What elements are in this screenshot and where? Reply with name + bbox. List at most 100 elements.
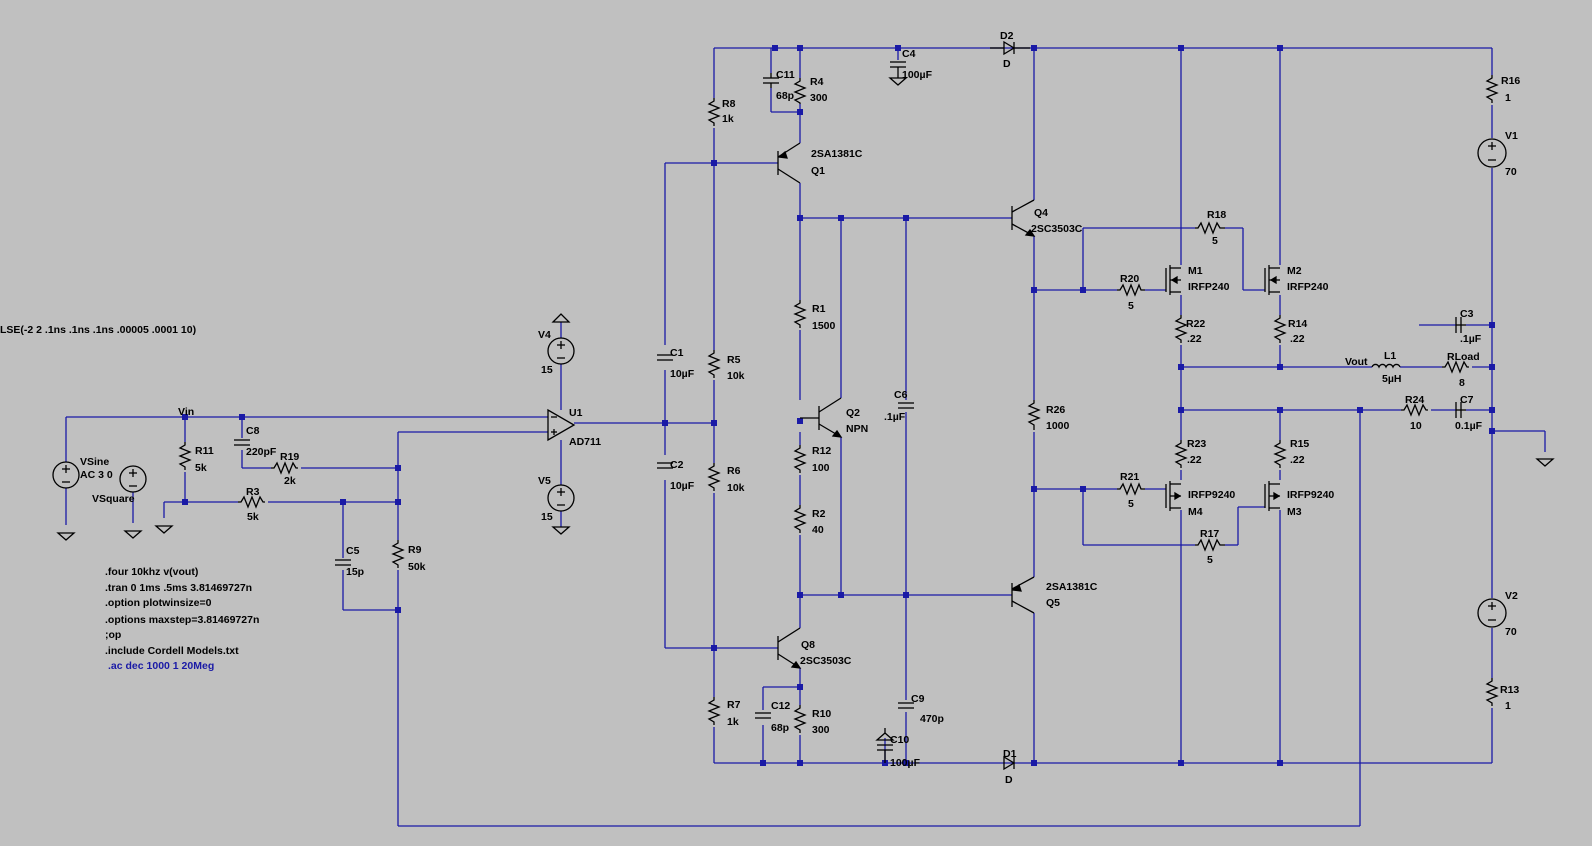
label-r19: R19 (280, 451, 299, 463)
resistor-r11 (178, 442, 192, 470)
value-l1: 5µH (1382, 373, 1401, 385)
label-r26: R26 (1046, 404, 1065, 416)
label-q8: Q8 (801, 639, 815, 651)
label-v2: V2 (1505, 590, 1518, 602)
value-c9: 470p (920, 713, 944, 725)
value-r2: 40 (812, 524, 824, 536)
label-q2: Q2 (846, 407, 860, 419)
capacitor-c10 (875, 728, 895, 763)
opamp-u1 (547, 408, 576, 442)
label-m3: M3 (1287, 506, 1302, 518)
value-r12: 100 (812, 462, 830, 474)
label-r8: R8 (722, 98, 736, 110)
mosfet-m1 (1165, 265, 1181, 295)
label-r6: R6 (727, 465, 741, 477)
capacitor-c5 (335, 559, 351, 566)
resistor-r14 (1273, 315, 1287, 343)
value-r23: .22 (1187, 454, 1202, 466)
value-r16: 1 (1505, 92, 1511, 104)
value-r8: 1k (722, 113, 734, 125)
label-c7: C7 (1460, 394, 1474, 406)
junctions (182, 45, 1495, 766)
value-r21: 5 (1128, 498, 1134, 510)
value-v2: 70 (1505, 626, 1517, 638)
capacitor-c1 (657, 354, 673, 361)
label-r21: R21 (1120, 471, 1139, 483)
value-r24: 10 (1410, 420, 1422, 432)
ground-icon (56, 532, 76, 541)
label-m1: M1 (1188, 265, 1203, 277)
diode-d1 (1003, 755, 1016, 771)
value-r1: 1500 (812, 320, 836, 332)
resistor-r24 (1401, 403, 1428, 417)
value-r10: 300 (812, 724, 830, 736)
transistor-q8 (777, 627, 802, 669)
label-c1: C1 (670, 347, 684, 359)
label-r9: R9 (408, 544, 422, 556)
resistor-r12 (793, 445, 807, 473)
label-vsine: VSine (80, 456, 109, 468)
label-c12: C12 (771, 700, 790, 712)
label-c3: C3 (1460, 308, 1474, 320)
value-r11: 5k (195, 462, 207, 474)
resistor-r10 (793, 705, 807, 733)
label-c10: C10 (890, 734, 909, 746)
transistor-q2 (800, 397, 843, 438)
value-rload: 8 (1459, 377, 1465, 389)
label-c4: C4 (902, 48, 916, 60)
directive-four: .four 10khz v(vout) (105, 566, 198, 578)
resistor-r6 (707, 463, 721, 491)
value-m2: IRFP240 (1287, 281, 1329, 293)
value-c11: 68p (776, 90, 794, 102)
mosfet-m2 (1264, 265, 1280, 295)
label-r3: R3 (246, 486, 260, 498)
inductor-l1 (1371, 363, 1401, 369)
label-d2: D2 (1000, 30, 1014, 42)
value-r20: 5 (1128, 300, 1134, 312)
value-m3: IRFP9240 (1287, 489, 1334, 501)
label-m2: M2 (1287, 265, 1302, 277)
value-v5: 15 (541, 511, 553, 523)
value-c7: 0.1µF (1455, 420, 1483, 432)
label-c9: C9 (911, 693, 925, 705)
source-v1 (1477, 138, 1507, 168)
label-r7: R7 (727, 699, 741, 711)
resistor-r22 (1174, 315, 1188, 343)
label-r16: R16 (1501, 75, 1520, 87)
source-v2 (1477, 598, 1507, 628)
value-q5: 2SA1381C (1046, 581, 1098, 593)
label-q5: Q5 (1046, 597, 1060, 609)
value-c6: .1µF (884, 411, 906, 423)
value-r19: 2k (284, 475, 296, 487)
label-r12: R12 (812, 445, 831, 457)
labels: R8 1k C11 68p R4 300 C4 100µF D2 D 2SA13… (0, 30, 1520, 786)
value-r7: 1k (727, 716, 739, 728)
value-r17: 5 (1207, 554, 1213, 566)
label-l1: L1 (1384, 350, 1396, 362)
value-r15: .22 (1290, 454, 1305, 466)
value-q2: NPN (846, 423, 868, 435)
value-m1: IRFP240 (1188, 281, 1230, 293)
label-r20: R20 (1120, 273, 1139, 285)
capacitor-c6 (898, 402, 914, 409)
resistor-r16 (1485, 75, 1499, 103)
value-m4: IRFP9240 (1188, 489, 1235, 501)
label-r22: R22 (1186, 318, 1205, 330)
label-r15: R15 (1290, 438, 1309, 450)
value-u1: AD711 (569, 436, 601, 448)
value-c3: .1µF (1460, 333, 1482, 345)
value-q1: 2SA1381C (811, 148, 863, 160)
label-rload: RLoad (1447, 351, 1480, 363)
value-r13: 1 (1505, 700, 1511, 712)
resistor-r18 (1195, 221, 1225, 235)
value-d1: D (1005, 774, 1013, 786)
capacitor-c12 (755, 712, 771, 719)
value-c5: 15p (346, 566, 364, 578)
label-r24: R24 (1405, 394, 1424, 406)
label-r17: R17 (1200, 528, 1219, 540)
directive-options: .options maxstep=3.81469727n (105, 614, 259, 626)
resistor-r2 (793, 505, 807, 533)
value-r5: 10k (727, 370, 745, 382)
value-c12: 68p (771, 722, 789, 734)
